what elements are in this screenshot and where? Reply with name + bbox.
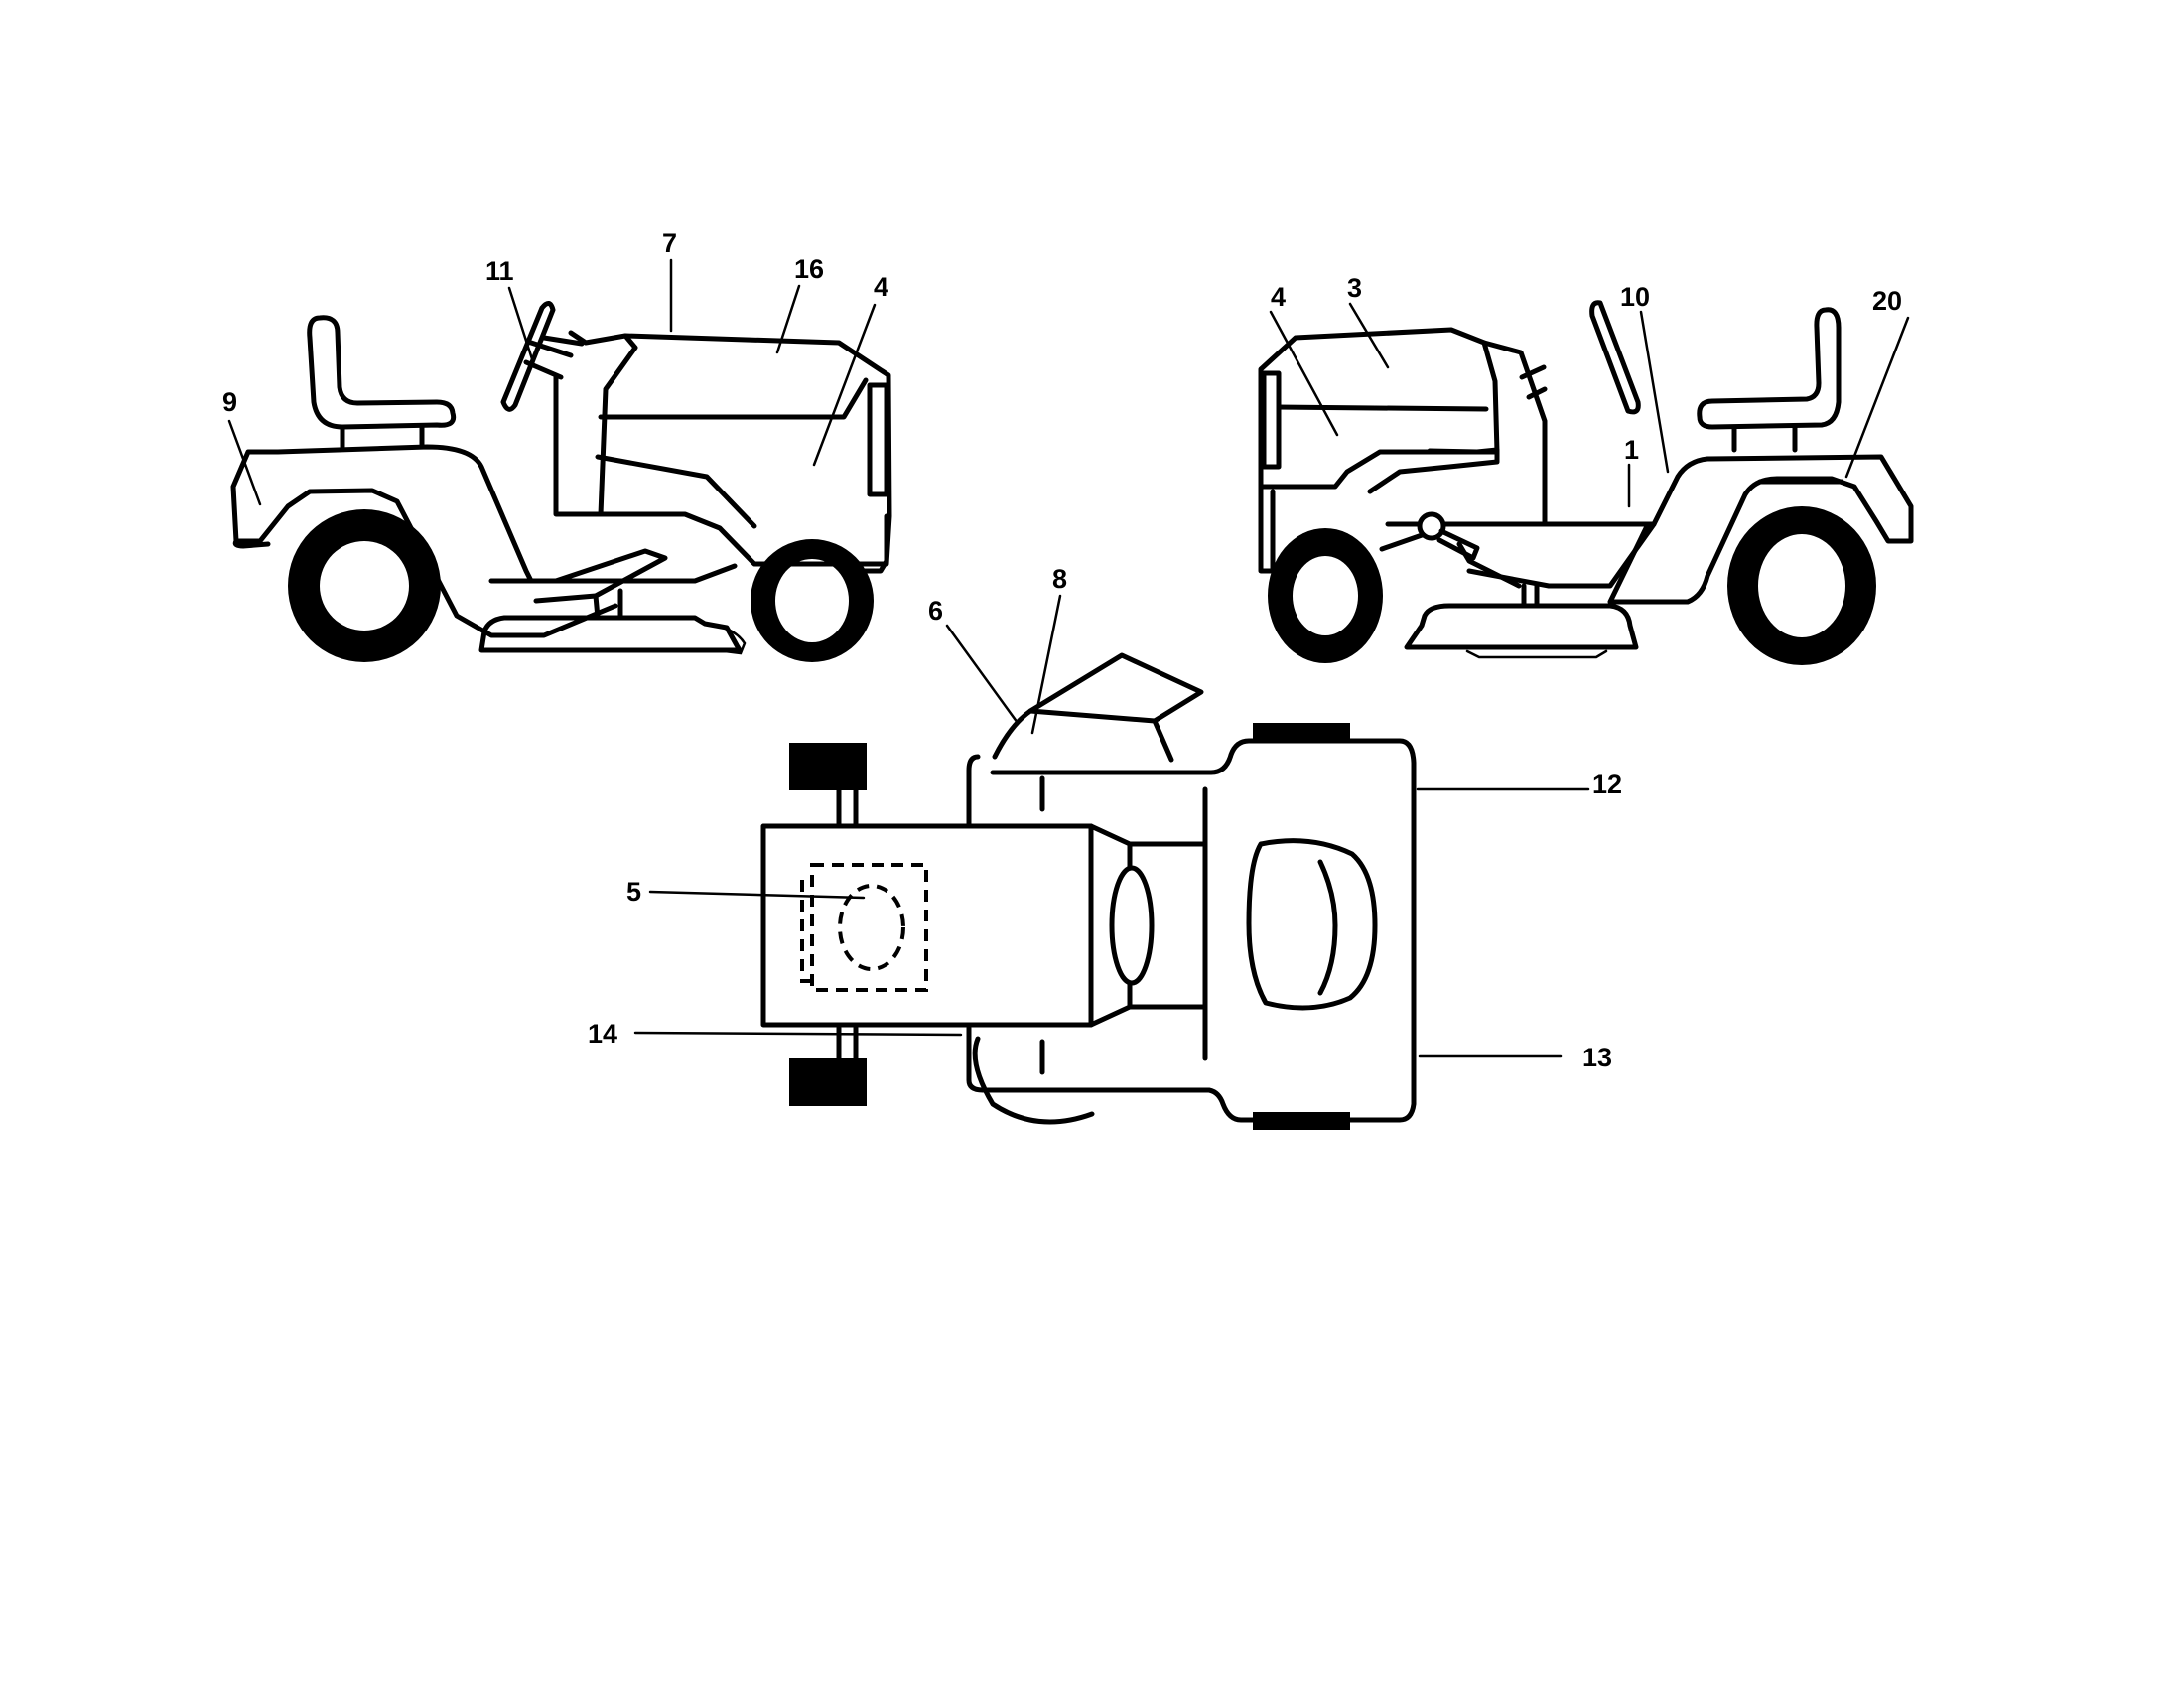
hood-right — [1258, 327, 1500, 574]
front-wheel-right — [1268, 528, 1383, 663]
seat-right — [1697, 307, 1842, 453]
callout-7: 7 — [662, 228, 677, 258]
rear-wheel-left — [288, 509, 441, 662]
callout-6: 6 — [928, 596, 943, 626]
left-side-view — [227, 258, 892, 662]
front-tire-top — [1253, 723, 1350, 743]
seat-left — [307, 315, 457, 450]
discharge-chute — [992, 652, 1204, 763]
rear-tire-bottom — [789, 1058, 867, 1106]
callout-9: 9 — [222, 387, 237, 417]
top-view — [633, 594, 1590, 1130]
callout-4-right: 4 — [1271, 282, 1286, 312]
callout-20: 20 — [1872, 286, 1902, 316]
hood-left — [595, 333, 892, 574]
steering-wheel-left — [500, 301, 574, 412]
right-side-view — [1258, 300, 1914, 665]
callout-1: 1 — [1624, 435, 1639, 465]
throttle-lever-right — [1417, 511, 1480, 561]
callout-11: 11 — [485, 256, 514, 286]
mower-deck-left — [478, 588, 747, 655]
body-outline — [966, 738, 1417, 1123]
callout-14: 14 — [588, 1019, 617, 1049]
mower-deck-right — [1404, 583, 1639, 659]
callout-13: 13 — [1582, 1043, 1612, 1072]
callout-12: 12 — [1592, 770, 1622, 799]
callout-5: 5 — [626, 877, 641, 907]
rear-fender-left — [230, 444, 738, 638]
steering-wheel-right — [1589, 300, 1641, 415]
front-wheel-left — [751, 539, 874, 662]
callout-8: 8 — [1052, 564, 1067, 594]
rear-wheel-right — [1727, 506, 1876, 665]
rear-tire-top — [789, 743, 867, 790]
callout-3: 3 — [1347, 273, 1362, 303]
callout-10: 10 — [1620, 282, 1650, 312]
deck-outline — [972, 1036, 1095, 1125]
callout-4-left: 4 — [874, 272, 888, 302]
callout-16: 16 — [794, 254, 824, 284]
callout-labels: 9 11 7 16 4 4 3 10 20 1 6 8 12 13 5 14 — [222, 228, 1902, 1072]
